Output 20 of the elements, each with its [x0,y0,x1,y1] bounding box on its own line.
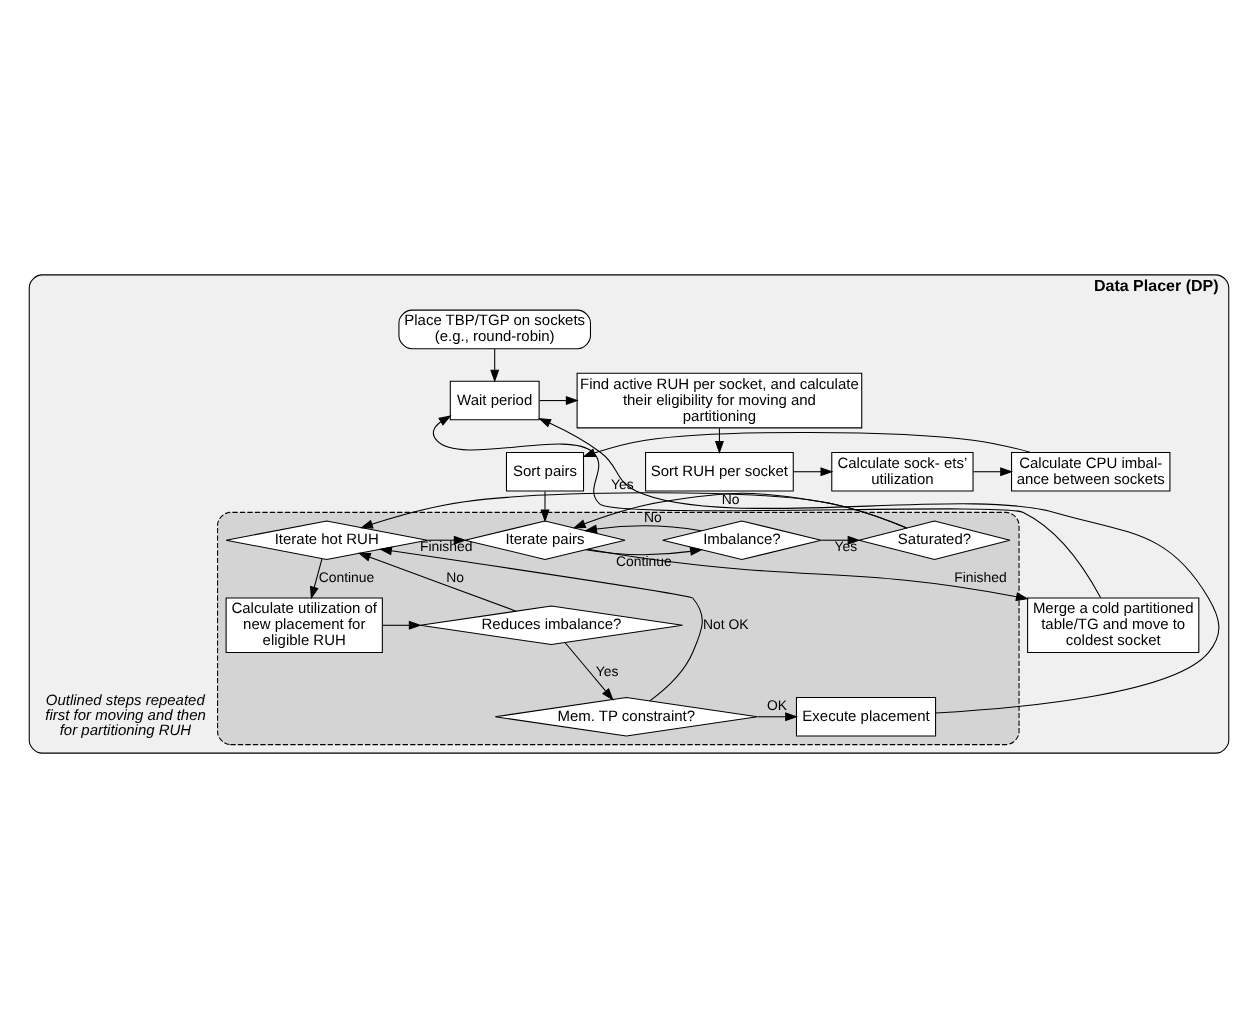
arrow [540,490,550,523]
arrow [564,642,614,701]
arrow [792,467,834,477]
arrow [490,348,500,383]
arrow [432,415,1102,599]
arrow [582,431,1032,458]
arrow [820,535,861,545]
arrow [587,548,1029,602]
arrow [426,535,467,545]
arrow [379,546,703,702]
arrow [972,467,1014,477]
arrow [538,418,1220,714]
arrow [357,552,517,612]
arrow [757,712,799,722]
arrow [584,524,702,534]
arrow [381,620,422,630]
arrow [538,396,579,406]
arrow [585,546,703,556]
arrow [310,558,323,600]
arrow [360,492,908,529]
